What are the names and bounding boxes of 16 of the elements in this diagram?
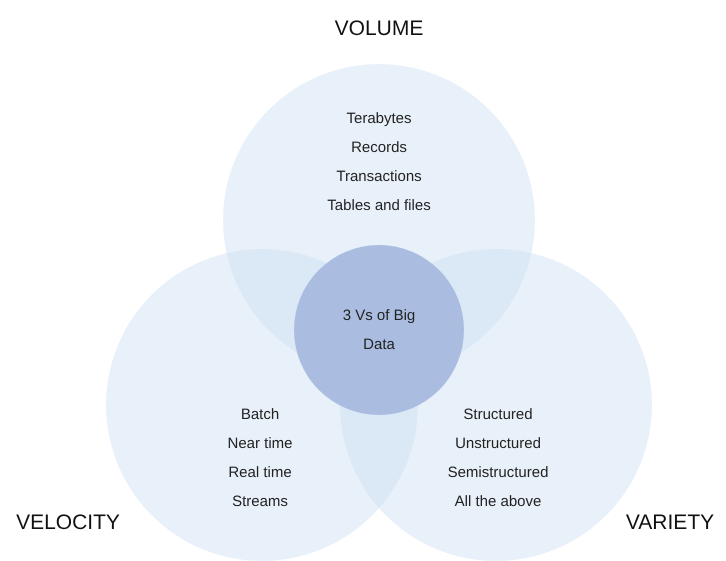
list-item: Near time: [227, 435, 293, 453]
list-item: Batch: [240, 406, 280, 424]
list-item: Unstructured: [455, 435, 541, 453]
list-item: Streams: [232, 493, 288, 511]
circle-heading: VELOCITY: [16, 510, 120, 536]
circle-heading: VARIETY: [626, 510, 714, 536]
list-item: Terabytes: [346, 110, 412, 128]
list-item: All the above: [454, 493, 542, 511]
list-item: Semistructured: [448, 464, 548, 482]
list-item: Structured: [463, 406, 533, 424]
circle-heading: VOLUME: [334, 16, 424, 42]
circle-label: 3 Vs of Big Data: [342, 306, 416, 355]
list-item: Records: [351, 139, 407, 157]
list-item: Real time: [228, 464, 292, 482]
list-item: Transactions: [336, 168, 422, 186]
list-item: Tables and files: [327, 197, 431, 215]
